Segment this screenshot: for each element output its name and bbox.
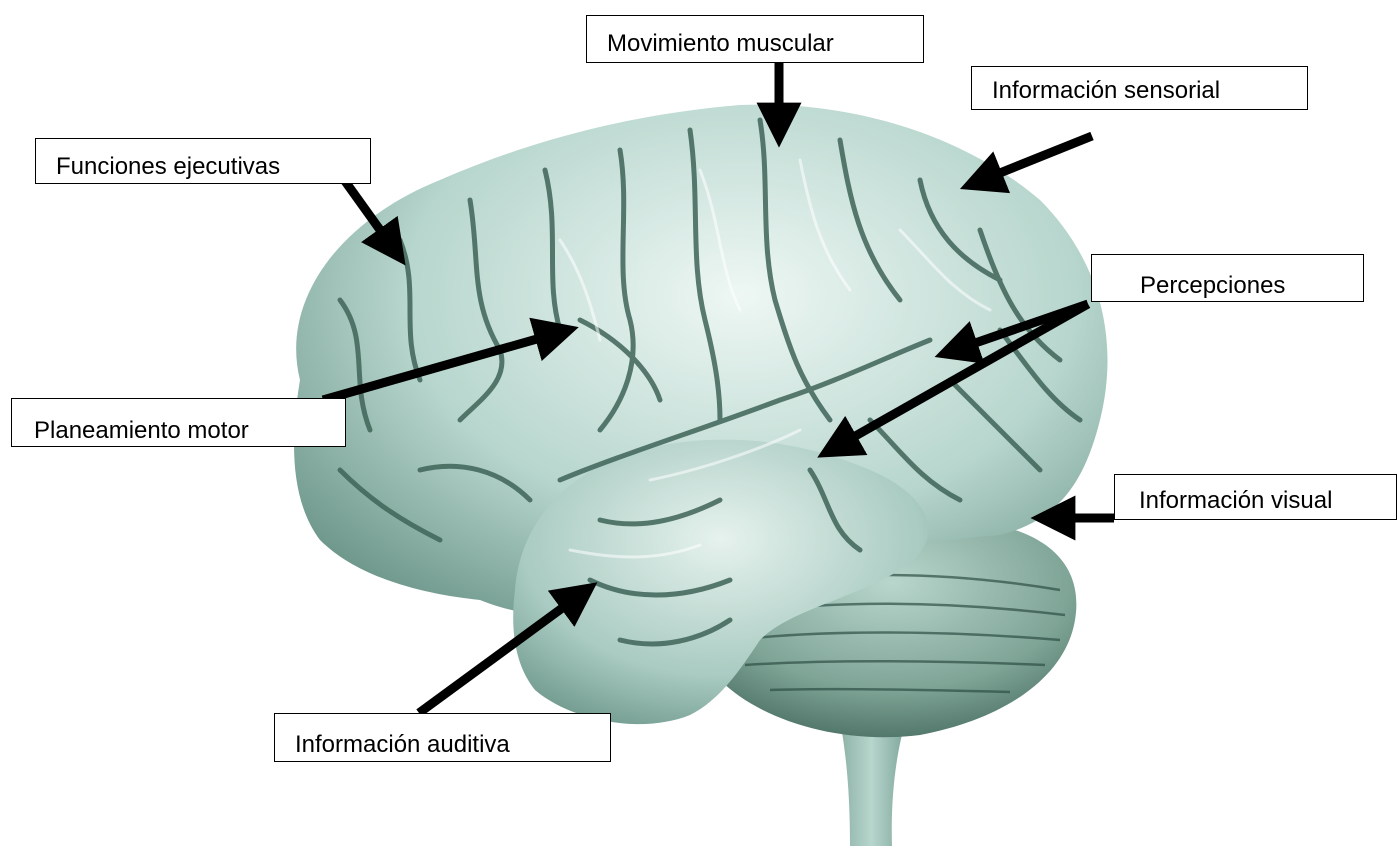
label-informacion-sensorial: Información sensorial [971, 66, 1308, 110]
label-text: Planeamiento motor [34, 419, 249, 443]
label-planeamiento-motor: Planeamiento motor [11, 398, 346, 447]
label-funciones-ejecutivas: Funciones ejecutivas [35, 138, 371, 184]
label-text: Información auditiva [295, 733, 510, 757]
label-percepciones: Percepciones [1091, 254, 1364, 302]
label-text: Movimiento muscular [607, 32, 834, 56]
label-text: Percepciones [1140, 274, 1285, 298]
label-informacion-auditiva: Información auditiva [274, 713, 611, 762]
label-informacion-visual: Información visual [1114, 474, 1397, 520]
arrow-sensorial [980, 136, 1092, 181]
label-text: Información visual [1139, 489, 1332, 513]
label-text: Funciones ejecutivas [56, 155, 280, 179]
label-movimiento-muscular: Movimiento muscular [586, 15, 924, 63]
label-text: Información sensorial [992, 79, 1220, 103]
